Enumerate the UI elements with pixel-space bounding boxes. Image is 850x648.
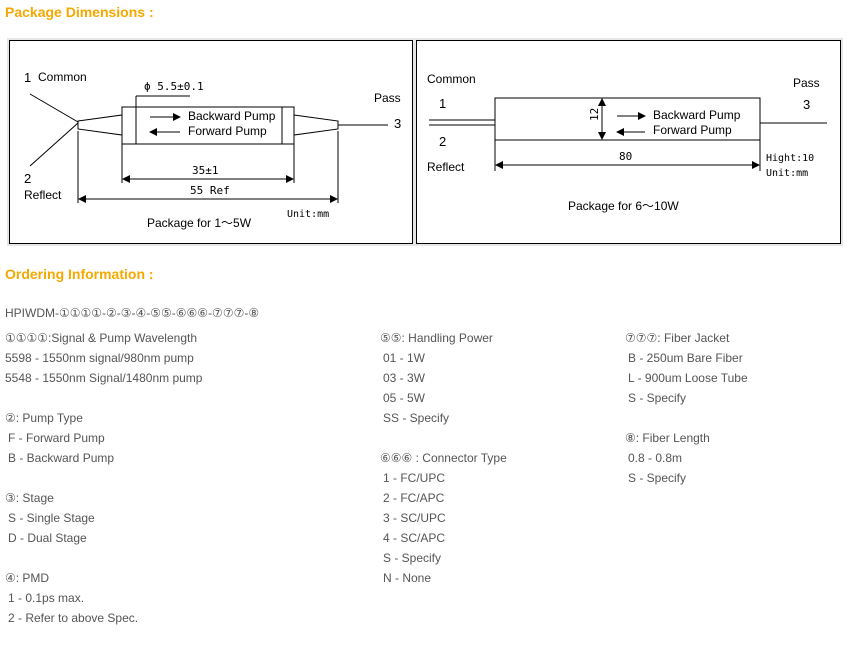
group-heading: ⑧: Fiber Length [625,431,710,445]
group-heading: ①①①①:Signal & Pump Wavelength [5,331,197,345]
ordering-column-2: ⑤⑤: Handling Power 01 - 1W 03 - 3W 05 - … [380,328,507,608]
ordering-column-1: ①①①①:Signal & Pump Wavelength 5598 - 155… [5,328,202,648]
forward-pump-label: Forward Pump [653,123,732,137]
ordering-column-3: ⑦⑦⑦: Fiber Jacket B - 250um Bare Fiber L… [625,328,748,508]
group-heading: ③: Stage [5,491,54,505]
diagram-1-5w-drawing [29,93,388,203]
backward-pump-label: Backward Pump [653,108,741,122]
option-item: L - 900um Loose Tube [628,371,748,385]
forward-pump-label: Forward Pump [188,124,267,138]
option-item: 3 - SC/UPC [383,511,446,525]
hight-label: Hight:10 [766,153,815,164]
reflect-label: Reflect [427,160,465,174]
pass-label: Pass [793,76,820,90]
option-item: 2 - Refer to above Spec. [8,611,139,625]
port1-label: 1 [439,96,447,111]
port2-label: 2 [24,171,32,186]
option-group: ①①①①:Signal & Pump Wavelength 5598 - 155… [5,328,202,388]
height-dimension: 12 [588,107,601,121]
option-item: 4 - SC/APC [383,531,446,545]
common-label: Common [38,70,87,84]
group-heading: ⑦⑦⑦: Fiber Jacket [625,331,730,345]
option-group: ⑦⑦⑦: Fiber Jacket B - 250um Bare Fiber L… [625,328,748,408]
unit-label: Unit:mm [766,168,809,179]
diagram-6-10w-drawing [429,97,827,171]
option-item: S - Specify [383,551,442,565]
option-item: 0.8 - 0.8m [628,451,683,465]
option-item: F - Forward Pump [8,431,105,445]
option-item: S - Specify [628,471,687,485]
total-length-dimension: 55 Ref [190,184,230,197]
diameter-dimension: ϕ 5.5±0.1 [144,80,204,93]
backward-pump-label: Backward Pump [188,109,276,123]
option-item: 5548 - 1550nm Signal/1480nm pump [5,371,203,385]
option-group: ⑧: Fiber Length 0.8 - 0.8m S - Specify [625,428,748,488]
option-group: ②: Pump Type F - Forward Pump B - Backwa… [5,408,202,468]
reflect-label: Reflect [24,188,62,202]
option-item: SS - Specify [383,411,450,425]
package-caption-6-10w: Package for 6～10W [568,199,679,213]
option-item: 05 - 5W [383,391,426,405]
pass-label: Pass [374,91,401,105]
group-heading: ⑤⑤: Handling Power [380,331,493,345]
package-dimensions-title: Package Dimensions : [5,4,154,20]
option-item: 01 - 1W [383,351,426,365]
diagram-1-5w: 1 Common 2 Reflect ϕ 5.5±0.1 Backward Pu… [9,40,413,244]
port3-label: 3 [394,116,402,131]
port1-label: 1 [24,70,32,85]
port3-label: 3 [803,97,811,112]
ordering-information-title: Ordering Information : [5,266,154,282]
option-group: ⑥⑥⑥ : Connector Type 1 - FC/UPC 2 - FC/A… [380,448,507,588]
option-item: S - Specify [628,391,687,405]
package-caption-1-5w: Package for 1～5W [147,216,252,230]
group-heading: ④: PMD [5,571,50,585]
option-item: S - Single Stage [8,511,95,525]
length-dimension: 80 [619,150,633,163]
option-item: B - Backward Pump [8,451,115,465]
option-item: 2 - FC/APC [383,491,445,505]
option-item: 03 - 3W [383,371,426,385]
common-label: Common [427,72,476,86]
option-group: ⑤⑤: Handling Power 01 - 1W 03 - 3W 05 - … [380,328,507,428]
option-item: 1 - FC/UPC [383,471,446,485]
group-heading: ②: Pump Type [5,411,83,425]
group-heading: ⑥⑥⑥ : Connector Type [380,451,507,465]
option-item: B - 250um Bare Fiber [628,351,743,365]
diagram-6-10w: Common 1 2 Reflect 12 Backward Pump Forw… [416,40,841,244]
part-number-format: HPIWDM-①①①①-②-③-④-⑤⑤-⑥⑥⑥-⑦⑦⑦-⑧ [5,306,260,320]
unit-label: Unit:mm [287,209,330,220]
option-item: N - None [383,571,432,585]
option-group: ③: Stage S - Single Stage D - Dual Stage [5,488,202,548]
option-group: ④: PMD 1 - 0.1ps max. 2 - Refer to above… [5,568,202,628]
option-item: 1 - 0.1ps max. [8,591,85,605]
body-length-dimension: 35±1 [192,164,219,177]
option-item: D - Dual Stage [8,531,87,545]
port2-label: 2 [439,134,447,149]
option-item: 5598 - 1550nm signal/980nm pump [5,351,194,365]
